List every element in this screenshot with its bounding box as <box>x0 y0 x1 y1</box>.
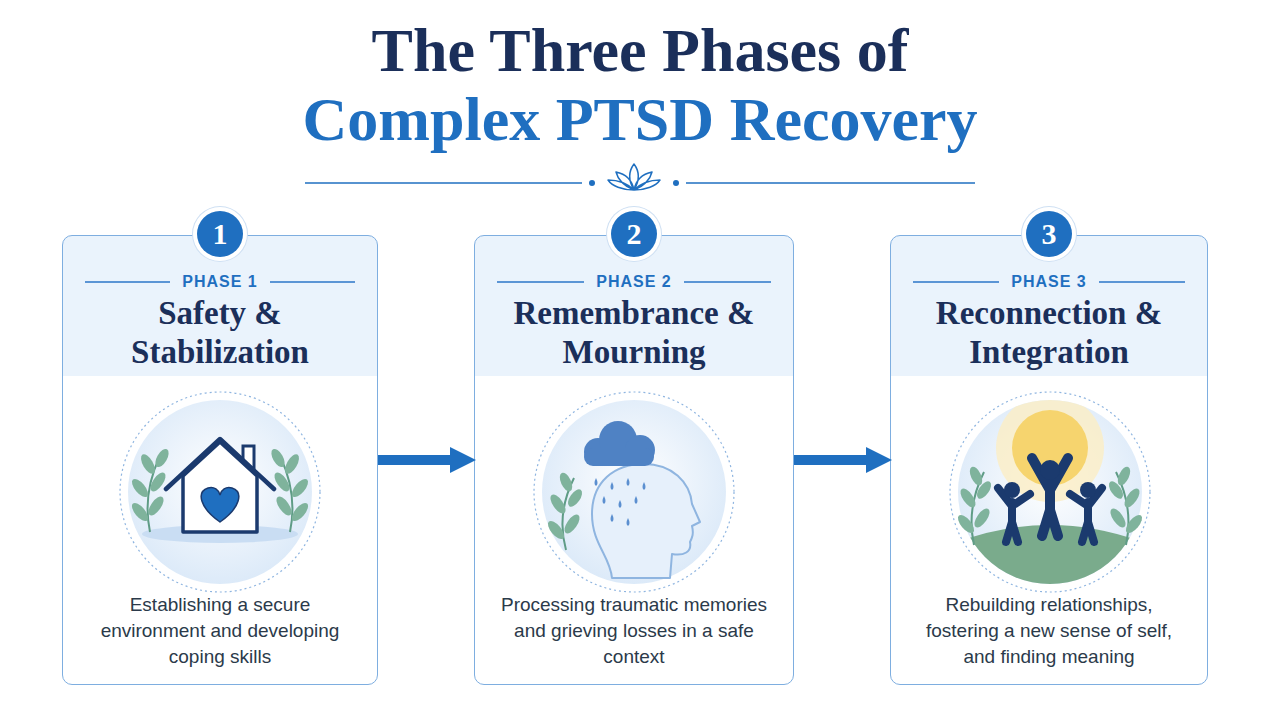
leaf-stem <box>148 456 160 532</box>
leaf-stem <box>972 472 984 545</box>
person-head <box>1004 482 1020 498</box>
rain-cloud <box>584 421 655 466</box>
divider-line <box>305 182 582 184</box>
phase-card: 1PHASE 1Safety & StabilizationEstablishi… <box>62 235 378 685</box>
leaf-cluster <box>129 447 171 524</box>
phase-description: Rebuilding relationships, fostering a ne… <box>909 592 1189 670</box>
person-figure <box>998 488 1102 542</box>
dashed-ring <box>120 392 320 592</box>
phase-description: Establishing a secure environment and de… <box>81 592 359 670</box>
person-head <box>1040 460 1060 480</box>
leaf-stem <box>562 478 574 550</box>
leaf-stem <box>1116 472 1128 545</box>
illustration-circle <box>128 400 312 584</box>
divider-dot <box>589 180 595 186</box>
person-head <box>1080 482 1096 498</box>
phase-label: PHASE 1 <box>85 273 355 291</box>
phase-label: PHASE 3 <box>913 273 1185 291</box>
rain-drops <box>595 478 646 526</box>
step-number: 1 <box>197 211 243 257</box>
lotus-ornament <box>608 164 660 190</box>
house-roof <box>166 439 274 489</box>
step-number: 2 <box>611 211 657 257</box>
house-illustration <box>120 392 320 592</box>
illustration-circle <box>958 400 1142 584</box>
chimney <box>243 446 254 468</box>
dashed-ring <box>950 392 1150 592</box>
leaf-cluster <box>545 471 585 542</box>
sun <box>1012 410 1088 486</box>
phase-heading: Remembrance & Mourning <box>487 294 781 372</box>
phase-heading: Safety & Stabilization <box>75 294 365 372</box>
house-walls <box>183 442 257 532</box>
phase-label: PHASE 2 <box>497 273 771 291</box>
leaf-cluster <box>269 447 311 524</box>
phase-card: 3PHASE 3Reconnection & IntegrationRebuil… <box>890 235 1208 685</box>
phase-card: 2PHASE 2Remembrance & MourningProcessing… <box>474 235 794 685</box>
divider-line <box>686 182 975 184</box>
illustration-circle <box>542 400 726 584</box>
leaf-cluster <box>955 465 994 536</box>
sun-glow <box>996 394 1104 502</box>
head-illustration <box>534 392 734 592</box>
leaf-cluster <box>1106 465 1145 536</box>
diagram-title: The Three Phases of Complex PTSD Recover… <box>270 16 1010 154</box>
flow-arrow <box>378 455 450 465</box>
ground-shadow <box>142 525 298 543</box>
phase-heading: Reconnection & Integration <box>903 294 1195 372</box>
step-number: 3 <box>1026 211 1072 257</box>
dashed-ring <box>534 392 734 592</box>
people-illustration <box>950 392 1150 592</box>
green-hill <box>950 525 1150 584</box>
flow-arrow <box>794 455 866 465</box>
title-divider <box>305 164 975 190</box>
heart-symbol <box>201 487 239 522</box>
person-figure <box>1032 458 1068 536</box>
head-profile <box>592 464 700 578</box>
phase-description: Processing traumatic memories and grievi… <box>493 592 775 670</box>
leaf-stem <box>280 456 292 532</box>
divider-dot <box>673 180 679 186</box>
